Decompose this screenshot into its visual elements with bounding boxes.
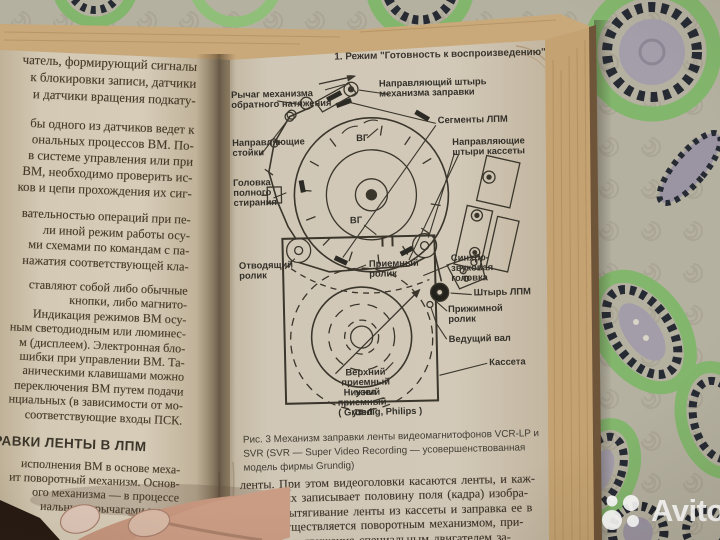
- motion-arrow: [335, 288, 421, 375]
- leader-lines: [260, 89, 488, 402]
- label-guide-posts: Направляющие стойки: [232, 135, 305, 159]
- book-right-edge: [545, 26, 600, 540]
- label-cassette-guide-pins: Направляющие штыри кассеты: [452, 134, 526, 158]
- label-lpm-pin: Штырь ЛПМ: [473, 285, 532, 298]
- left-page: [0, 50, 230, 540]
- left-section-header: ПРАВКИ ЛЕНТЫ В ЛПМ: [0, 432, 147, 455]
- fingernail: [59, 504, 101, 534]
- tape-path: [261, 105, 443, 294]
- label-video-head-top: ВГ: [355, 131, 369, 144]
- label-back-tension-lever: Рычаг механизма обратного натяжения: [230, 87, 332, 111]
- avito-logo-icon: [602, 495, 639, 530]
- label-pinch-roller: Прижимной ролик: [447, 301, 503, 325]
- fingernail: [127, 508, 171, 538]
- figure-diagram: Рычаг механизма обратного натяжения Напр…: [229, 71, 559, 436]
- sync-head-assembly: [426, 154, 521, 309]
- label-lpm-segments: Сегменты ЛПМ: [437, 112, 508, 126]
- avito-wordmark: Avito: [651, 492, 720, 528]
- corner-shadow: [0, 500, 60, 540]
- left-paragraph: вательностью операций при пе-ли иной реж…: [0, 202, 191, 275]
- label-brands-note: ( Grundig, Philips ): [338, 404, 423, 418]
- label-video-head-bottom: ВГ: [349, 214, 363, 226]
- head-drum: [293, 117, 450, 273]
- right-page: [230, 40, 549, 540]
- label-loading-guide-pin: Направляющий штырь механизма заправки: [378, 75, 487, 99]
- spine-shadow: [196, 54, 236, 540]
- chapter-header: 1. Режим "Готовность к воспроизведению": [334, 46, 546, 63]
- label-takeup-roller: Приемный ролик: [368, 256, 419, 280]
- cassette-outline: [281, 234, 440, 405]
- tape-mechanism-drawing: [260, 74, 521, 411]
- label-capstan: Ведущий вал: [448, 331, 511, 345]
- finger: [130, 484, 290, 540]
- label-takeoff-roller: Отводящий ролик: [238, 258, 294, 282]
- label-full-erase-head: Головка полного стирания: [232, 176, 278, 209]
- tension-lever-assembly: [286, 74, 359, 120]
- lpm-segment-marks: [298, 97, 430, 266]
- hand: [0, 484, 290, 540]
- label-sync-audio-head: Синхро- звуковая головка: [450, 251, 494, 284]
- label-cassette: Кассета: [489, 355, 526, 368]
- right-page-content: 1. Режим "Готовность к воспроизведению": [230, 39, 559, 540]
- book-top-edge: [0, 14, 594, 60]
- avito-watermark: Avito: [600, 492, 720, 532]
- takeup-reel: [290, 267, 434, 411]
